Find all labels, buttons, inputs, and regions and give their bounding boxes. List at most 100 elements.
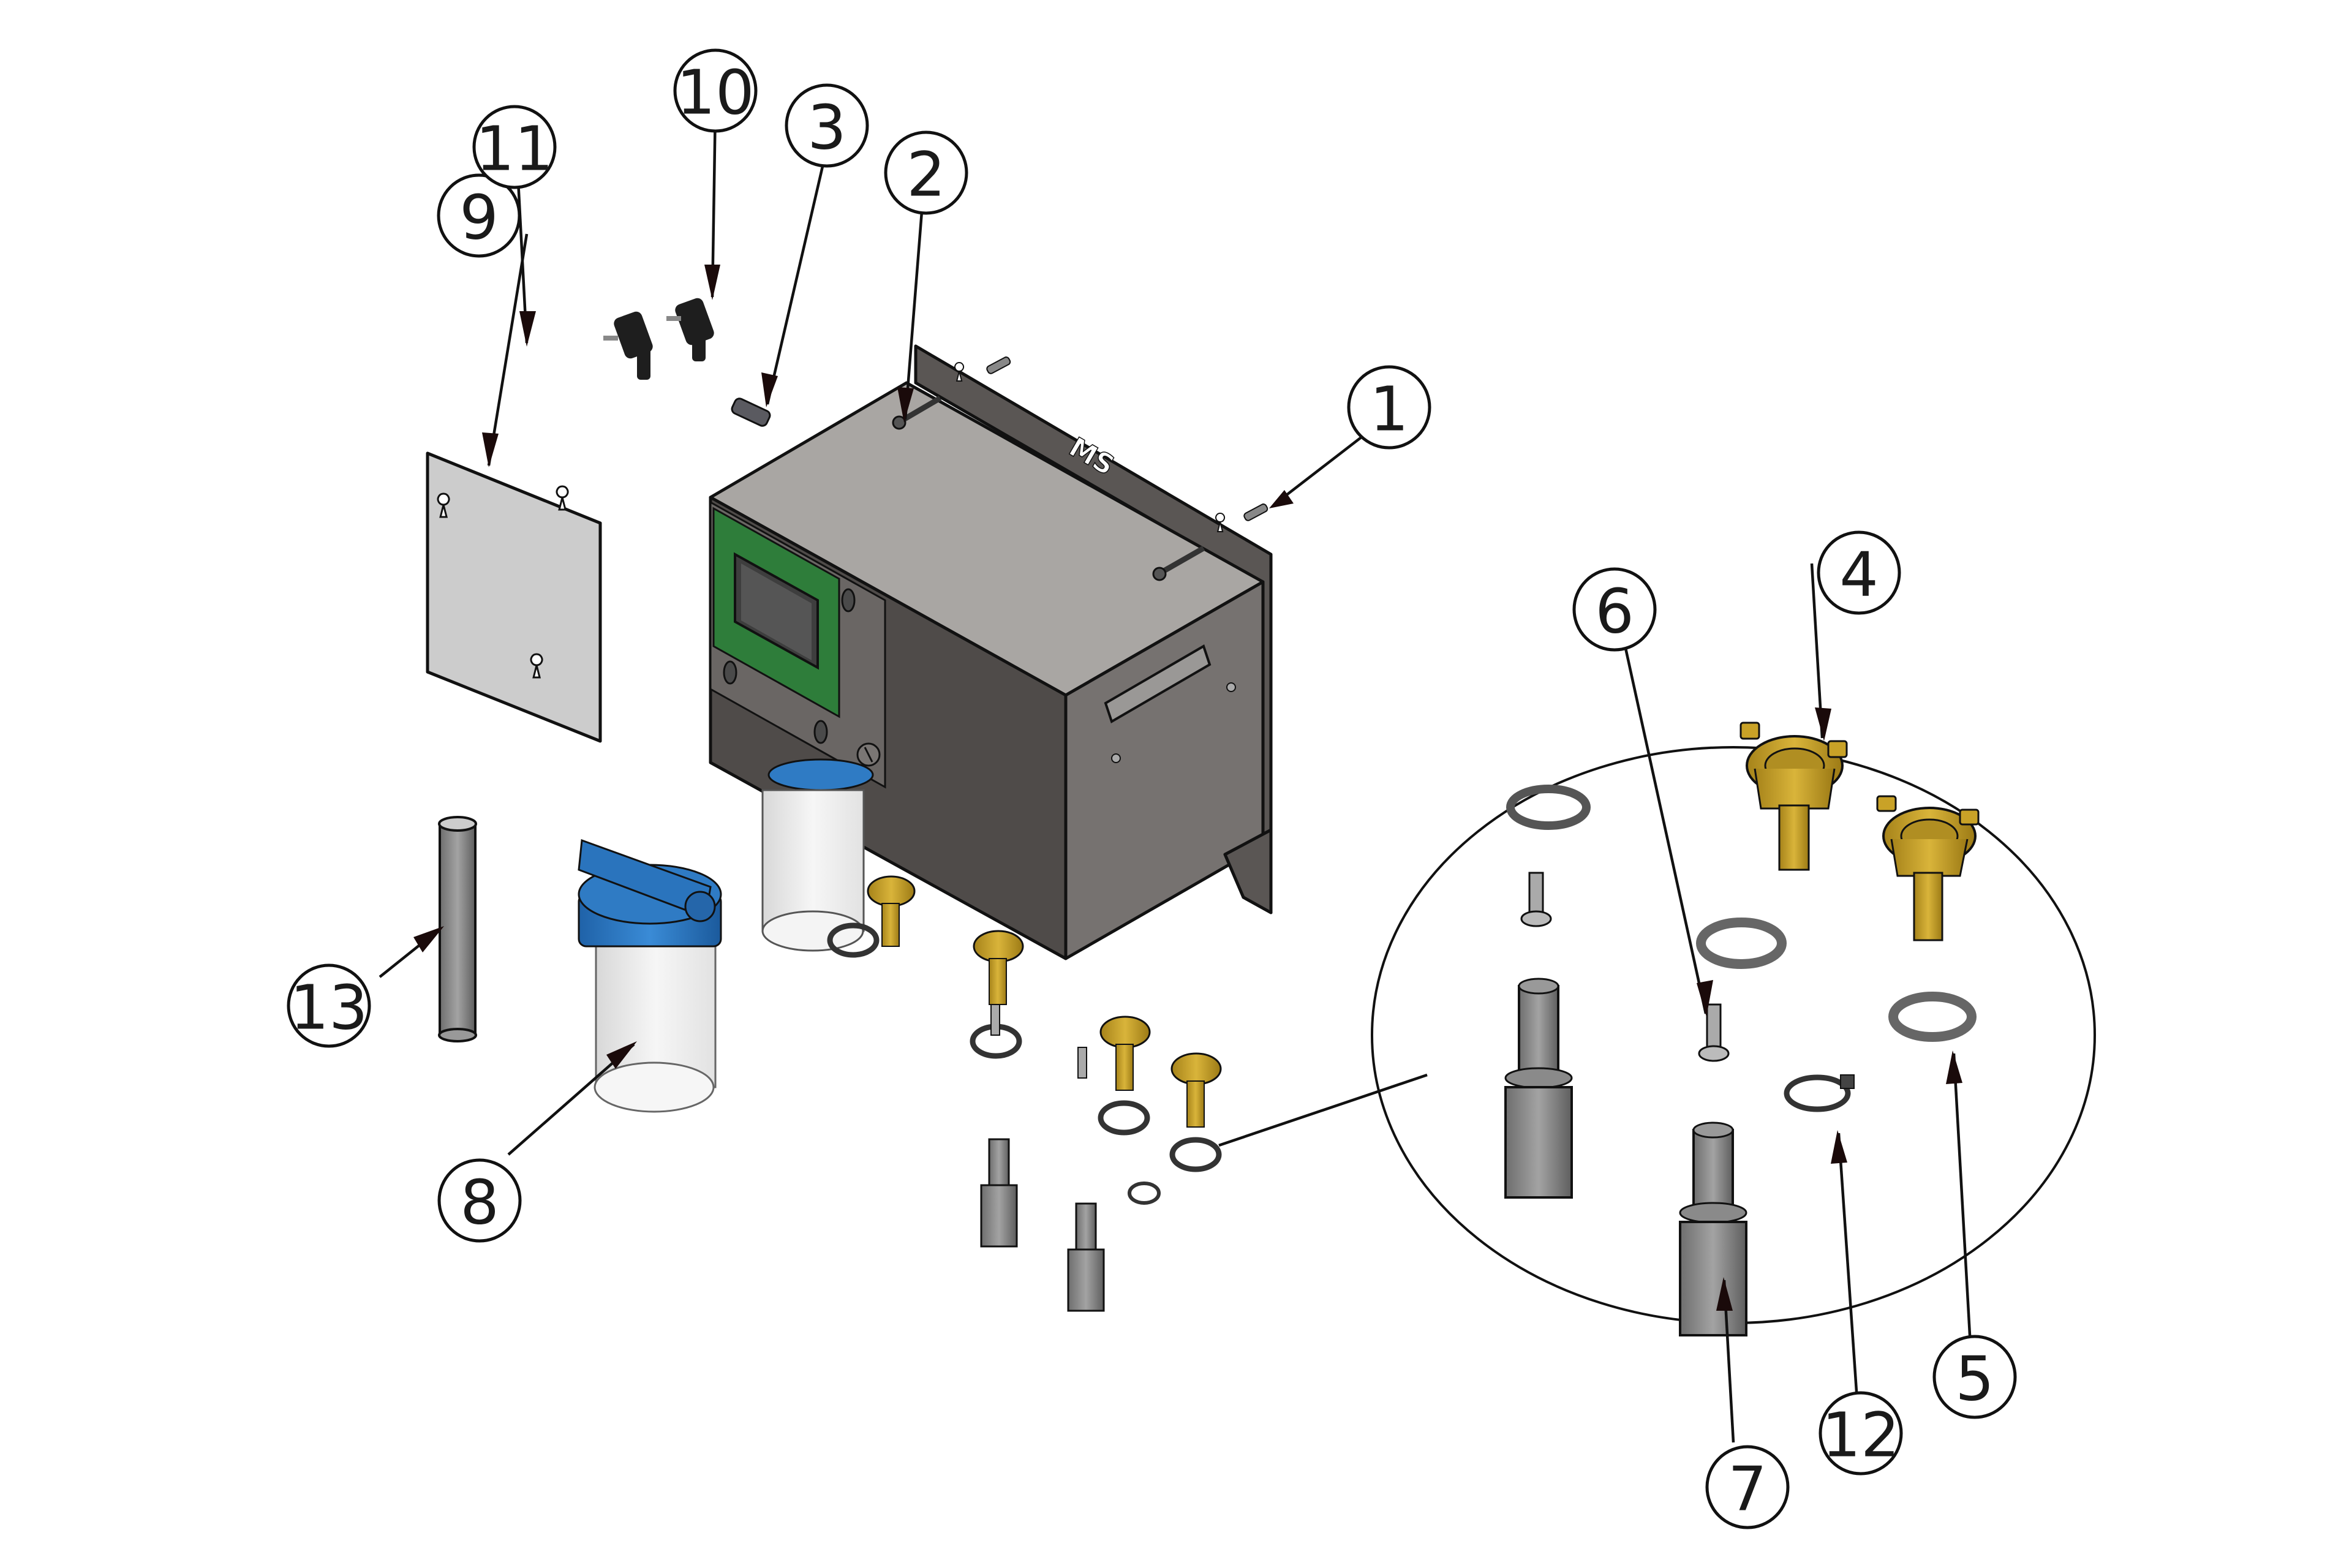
hose-clamp-detail	[1888, 992, 1977, 1042]
steel-adapter-detail	[1679, 1121, 1747, 1336]
wall-plug	[986, 356, 1011, 374]
callout-number: 2	[907, 139, 946, 211]
bracket-bottom-tab	[1223, 828, 1273, 914]
power-plug-10	[666, 298, 714, 361]
arrowhead	[413, 926, 444, 952]
arrowhead	[519, 311, 536, 347]
arrowhead	[1269, 490, 1294, 508]
arrowhead	[1831, 1130, 1847, 1164]
callout-number: 4	[1839, 539, 1879, 611]
keyhole-icon	[954, 362, 965, 382]
callout-9[interactable]: 9	[437, 173, 521, 258]
hose-clamp	[1169, 1137, 1222, 1172]
leader-5	[1952, 1053, 1973, 1357]
callout-3[interactable]: 3	[785, 83, 869, 168]
brass-coupling	[1170, 1052, 1222, 1128]
leader-12	[1837, 1133, 1861, 1428]
keyhole-icon	[556, 485, 569, 511]
leader-2	[903, 211, 924, 420]
callout-number: 6	[1595, 576, 1634, 647]
leader-1	[1276, 435, 1364, 503]
leader-6	[1621, 636, 1708, 1014]
mounting-screw	[1152, 546, 1205, 581]
callout-number: 5	[1955, 1343, 1994, 1415]
wall-plug	[1243, 503, 1268, 521]
callout-number: 1	[1370, 374, 1409, 445]
attached-filter-bowl	[761, 758, 874, 952]
latch-icon	[813, 720, 828, 744]
hose-barb	[990, 1004, 1000, 1036]
leader-stub	[959, 238, 979, 242]
hose-clamp	[827, 922, 880, 958]
brass-coupling	[1099, 1016, 1151, 1091]
hose-barb	[1077, 1047, 1087, 1079]
brass-coupling	[867, 875, 916, 947]
mounting-screw	[892, 396, 942, 430]
callout-12[interactable]: 12	[1819, 1391, 1903, 1476]
hose-barb-detail	[1528, 872, 1544, 917]
brass-coupling-detail	[1876, 795, 1980, 941]
keyhole-icon	[437, 492, 450, 518]
steel-adapter-detail	[1504, 978, 1573, 1199]
arrowhead	[1815, 707, 1831, 741]
callout-4[interactable]: 4	[1817, 530, 1901, 615]
arrowhead	[482, 432, 499, 467]
callout-number: 8	[460, 1167, 499, 1238]
callout-2[interactable]: 2	[884, 130, 968, 215]
callout-number: 9	[459, 182, 499, 254]
detail-parts	[1504, 722, 1980, 1336]
filter-housing	[578, 839, 722, 1113]
control-unit-housing: MS	[709, 344, 1273, 960]
carry-handle[interactable]	[1104, 644, 1212, 723]
leader-9	[487, 233, 529, 466]
arrowhead	[1716, 1277, 1733, 1311]
power-plug-11	[603, 311, 653, 380]
hose-barb-detail	[1706, 1003, 1722, 1052]
mounting-plate	[426, 451, 602, 743]
side-screw	[1111, 753, 1121, 763]
callout-number: 10	[676, 57, 754, 129]
cable-clip-tab	[1840, 1074, 1855, 1089]
brass-coupling	[973, 930, 1024, 1005]
arrowhead	[897, 387, 914, 423]
arrowhead	[1697, 980, 1713, 1017]
callout-10[interactable]: 10	[673, 48, 758, 133]
display-screen-inner	[741, 564, 812, 660]
hose-clamp-detail	[1506, 785, 1591, 830]
connector-part	[731, 398, 771, 427]
cable-clip	[1128, 1182, 1161, 1205]
arrowhead	[761, 372, 778, 407]
barb-base	[1520, 910, 1552, 927]
steel-adapter	[1067, 1202, 1105, 1312]
hose-clamp	[1098, 1100, 1150, 1136]
callout-5[interactable]: 5	[1932, 1335, 2017, 1419]
callout-number: 7	[1728, 1453, 1767, 1525]
hose-clamp-detail	[1696, 918, 1787, 969]
callout-number: 11	[475, 113, 553, 185]
callout-11[interactable]: 11	[472, 105, 557, 189]
latch-icon	[841, 588, 856, 612]
callout-number: 3	[807, 92, 846, 164]
callout-1[interactable]: 1	[1347, 365, 1431, 450]
cable-clip-detail	[1784, 1074, 1851, 1112]
knob-slot	[864, 747, 873, 763]
callout-7[interactable]: 7	[1705, 1445, 1790, 1529]
keyhole-icon	[530, 653, 543, 679]
detail-leader-line	[1218, 1073, 1428, 1147]
arrowhead	[704, 265, 720, 300]
callout-13[interactable]: 13	[287, 963, 371, 1048]
arrowhead	[606, 1041, 637, 1069]
barb-base	[1698, 1045, 1730, 1062]
filter-cartridge	[438, 816, 477, 1042]
side-screw	[1226, 682, 1236, 692]
callout-number: 12	[1822, 1400, 1899, 1471]
callout-6[interactable]: 6	[1572, 567, 1657, 652]
keyhole-icon	[1215, 513, 1226, 532]
leader-3	[766, 153, 827, 405]
callout-number: 13	[290, 972, 368, 1044]
steel-adapter	[980, 1138, 1018, 1248]
brass-coupling-detail	[1740, 722, 1848, 871]
latch-icon	[723, 660, 737, 685]
callout-8[interactable]: 8	[437, 1158, 522, 1243]
